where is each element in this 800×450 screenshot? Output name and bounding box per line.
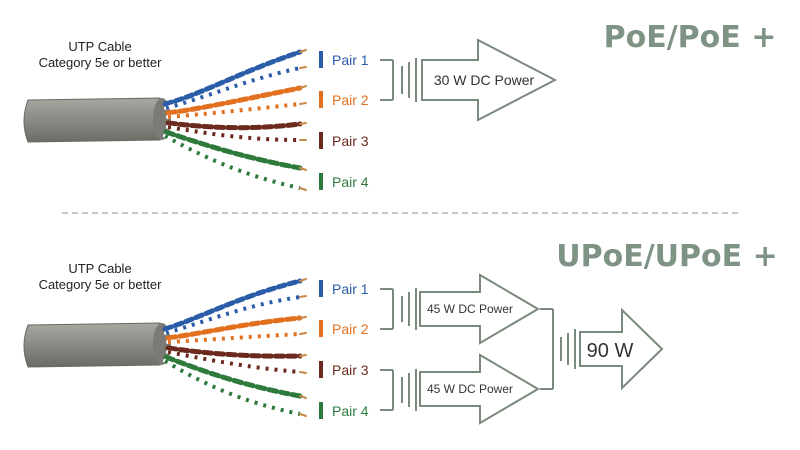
bottom-upper-power-label: 45 W DC Power [427, 302, 513, 316]
bottom-cable-label-line1: UTP Cable [68, 261, 131, 276]
top-pair-1-marker [319, 51, 323, 68]
bottom-pair-2-marker [319, 320, 323, 337]
top-power-arrow-icon [421, 38, 558, 122]
top-title: PoE/PoE + [604, 20, 777, 55]
bottom-lower-pair-bracket [380, 369, 394, 411]
bottom-upper-bracket-lines-icon [401, 288, 417, 330]
bottom-upper-pair-bracket [380, 288, 394, 330]
bottom-upper-power-arrow-icon [419, 273, 540, 345]
bottom-total-power-label: 90 W [587, 340, 634, 362]
top-pair-bracket [380, 59, 394, 101]
top-cable-label-line1: UTP Cable [68, 39, 131, 54]
bottom-pair-1-marker [319, 280, 323, 297]
top-pair-3-label: Pair 3 [332, 133, 369, 149]
top-pair-1-label: Pair 1 [332, 52, 369, 68]
top-bracket-lines-icon [401, 58, 417, 102]
bottom-total-power-arrow-icon [579, 307, 664, 391]
top-power-label: 30 W DC Power [434, 72, 535, 88]
bottom-utp-cable-image [23, 278, 307, 417]
bottom-combine-bracket [540, 308, 554, 390]
top-cable-label-line2: Category 5e or better [39, 55, 163, 70]
top-pair-3-marker [319, 132, 323, 149]
bottom-pair-1-label: Pair 1 [332, 281, 369, 297]
top-pair-4-marker [319, 173, 323, 190]
bottom-pair-4-marker [319, 402, 323, 419]
bottom-lower-bracket-lines-icon [401, 369, 417, 411]
bottom-cable-label-line2: Category 5e or better [39, 277, 163, 292]
bottom-lower-power-arrow-icon [419, 353, 540, 425]
bottom-pair-3-label: Pair 3 [332, 362, 369, 378]
bottom-section: UPoE/UPoE + UTP Cable Category 5e or bet… [23, 239, 778, 425]
top-section: PoE/PoE + UTP Cable Category 5e or bette… [23, 20, 777, 191]
top-utp-cable-image [23, 49, 307, 191]
bottom-combine-lines-icon [560, 329, 576, 369]
bottom-lower-power-label: 45 W DC Power [427, 382, 513, 396]
bottom-pair-2-label: Pair 2 [332, 321, 369, 337]
bottom-pair-3-marker [319, 361, 323, 378]
top-pair-2-marker [319, 91, 323, 108]
bottom-title: UPoE/UPoE + [556, 239, 777, 274]
bottom-pair-4-label: Pair 4 [332, 403, 369, 419]
top-pair-2-label: Pair 2 [332, 92, 369, 108]
top-pair-4-label: Pair 4 [332, 174, 369, 190]
